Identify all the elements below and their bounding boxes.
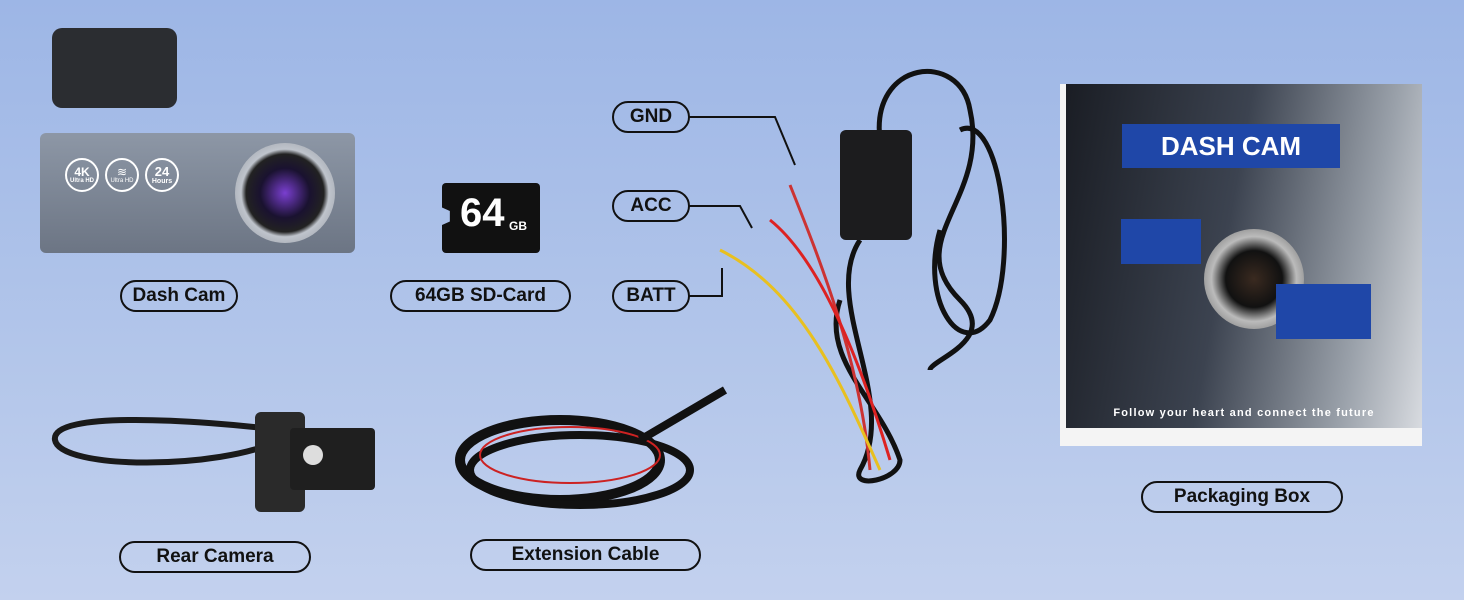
batt-label: BATT: [612, 280, 690, 312]
box-tagline: Follow your heart and connect the future: [1113, 407, 1375, 419]
sd-unit: GB: [509, 219, 527, 233]
gnd-label: GND: [612, 101, 690, 133]
acc-label: ACC: [612, 190, 690, 222]
fuse-box: [840, 130, 912, 240]
extension-cable-label: Extension Cable: [470, 539, 701, 571]
sd-card-image: 64 GB: [442, 183, 540, 253]
packaging-box-image: DASH CAM Follow your heart and connect t…: [1060, 84, 1422, 446]
packaging-box-label: Packaging Box: [1141, 481, 1343, 513]
rear-camera-label: Rear Camera: [119, 541, 311, 573]
dash-cam-label: Dash Cam: [120, 280, 238, 312]
box-title: DASH CAM: [1122, 124, 1340, 168]
dash-cam-mount: [52, 28, 177, 108]
sd-card-label: 64GB SD-Card: [390, 280, 571, 312]
wifi-badge-icon: ≋Ultra HD: [105, 158, 139, 192]
dash-cam-lens: [235, 143, 335, 243]
sd-capacity: 64: [460, 191, 505, 235]
